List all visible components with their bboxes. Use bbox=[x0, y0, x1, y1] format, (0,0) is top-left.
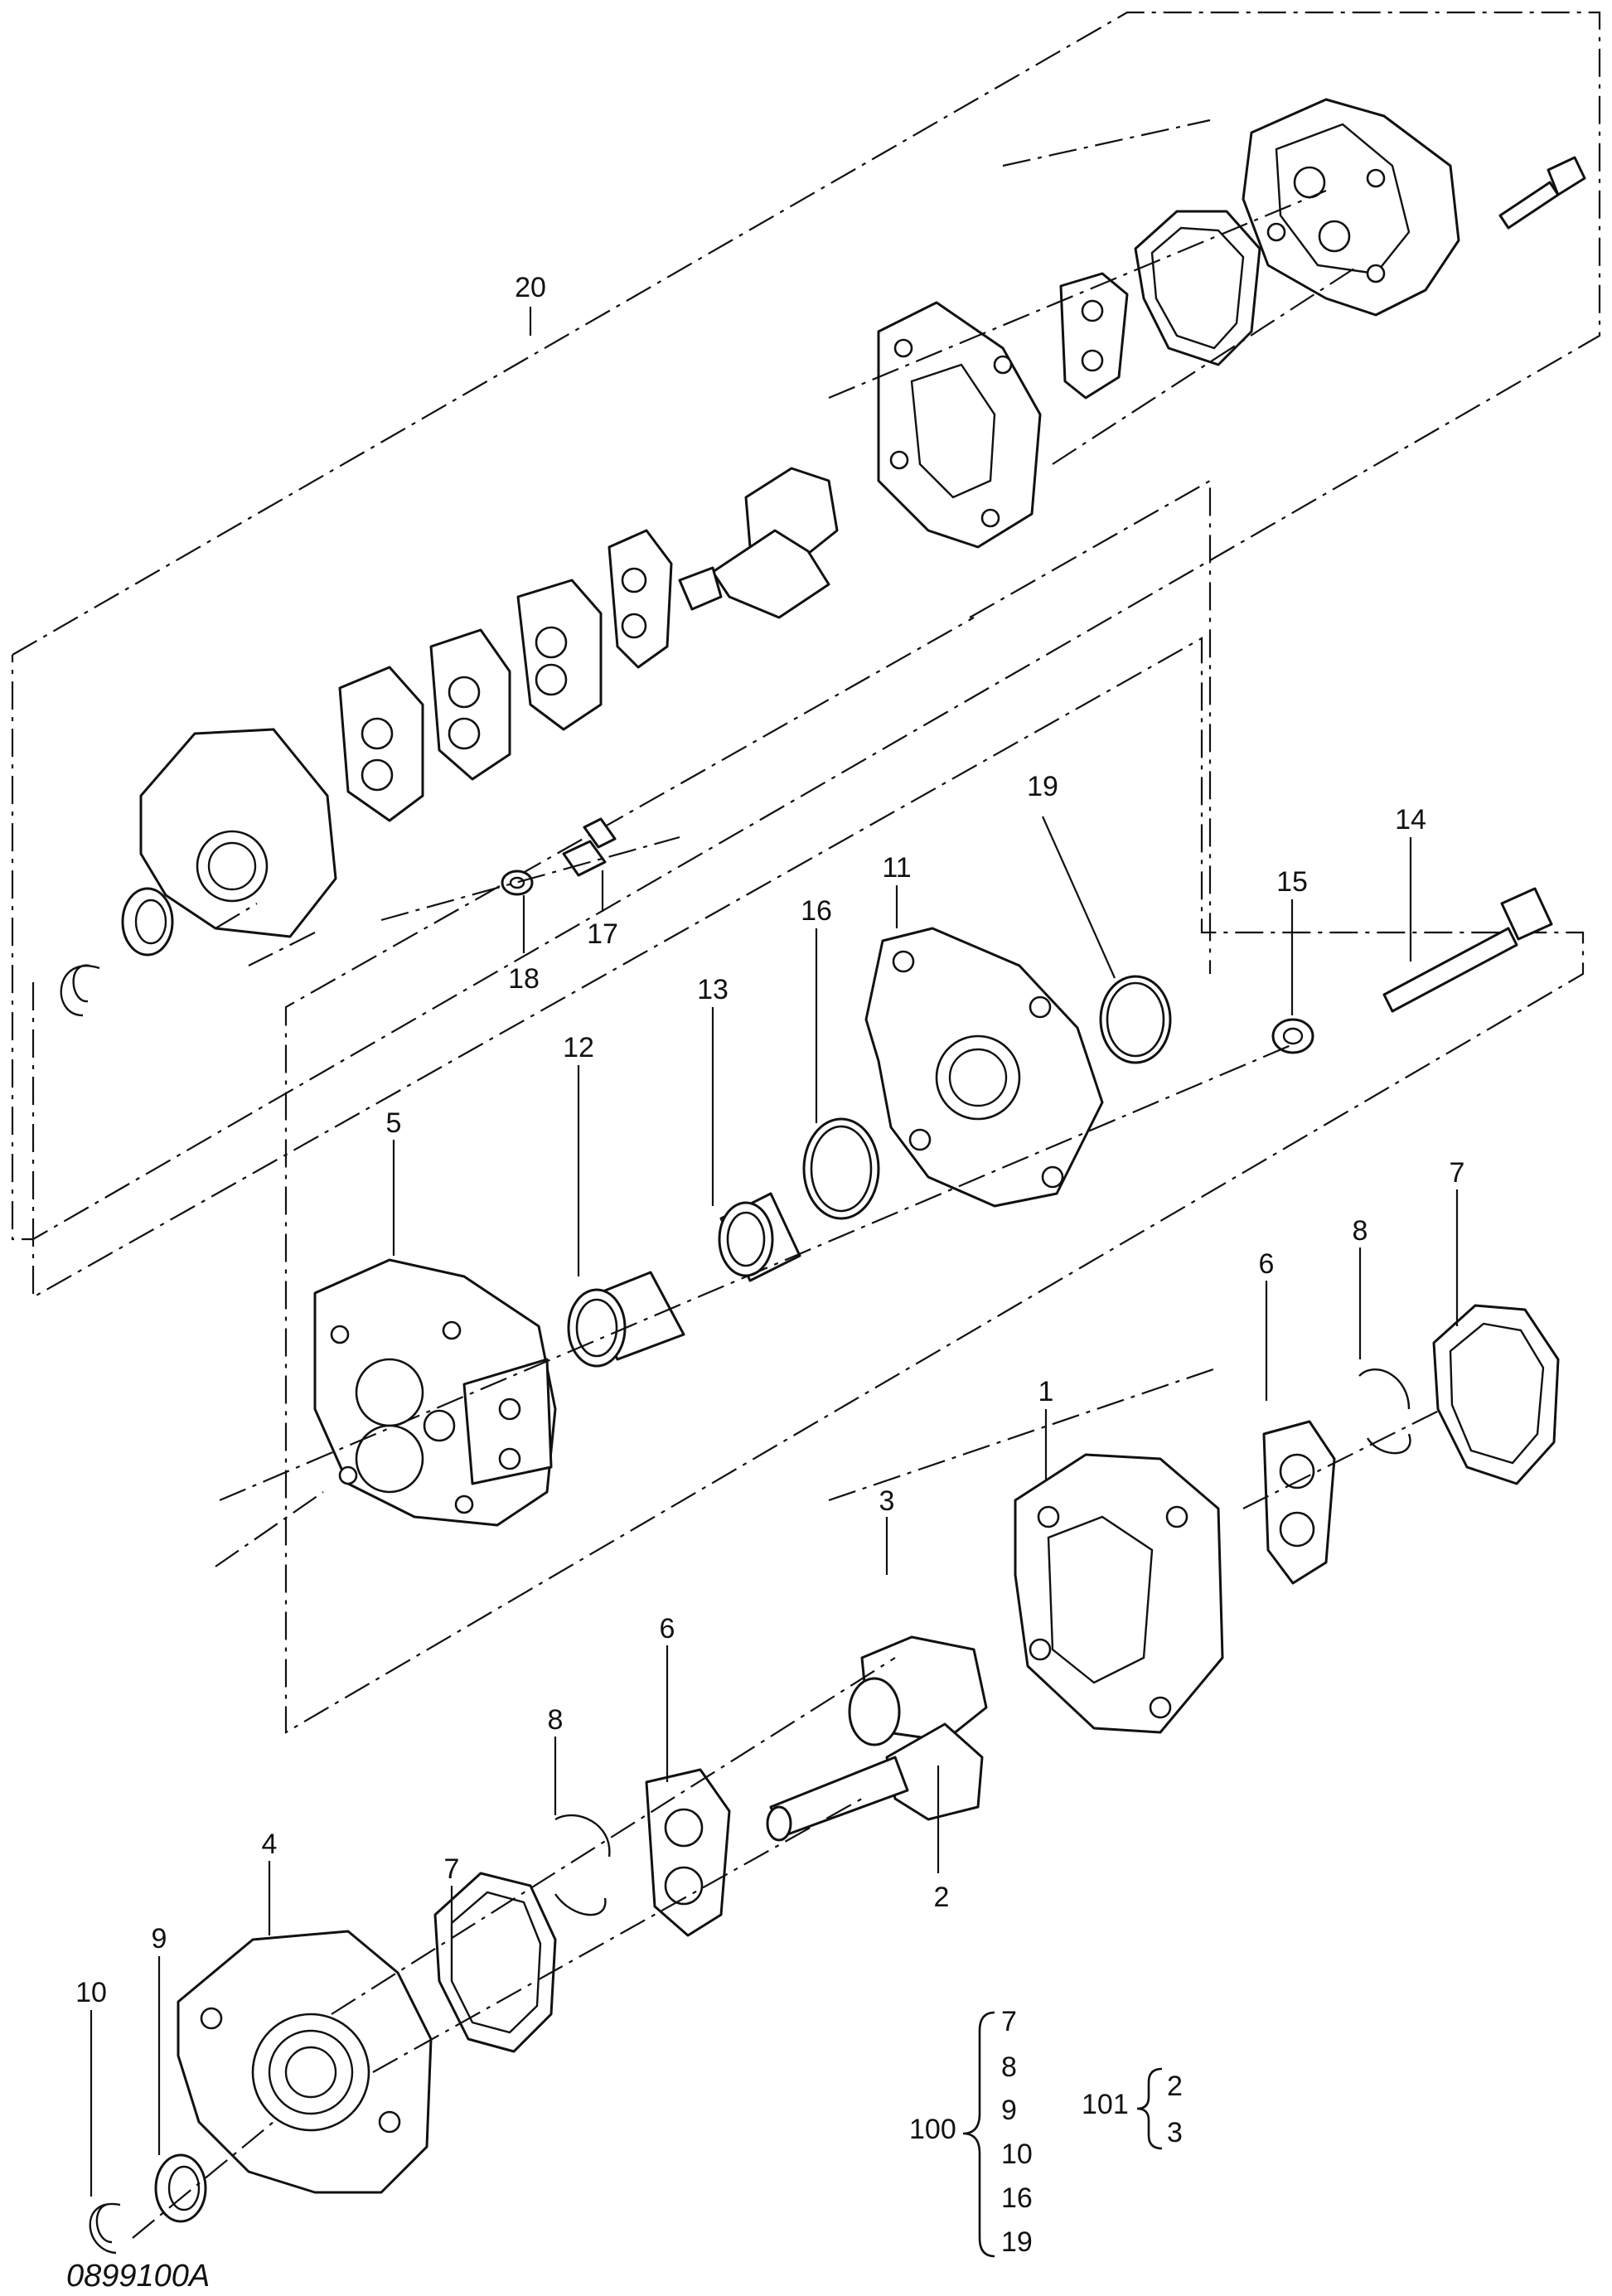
callout-3: 3 bbox=[879, 1485, 895, 1517]
callout-2: 2 bbox=[934, 1882, 950, 1913]
seal-ring-upper bbox=[1134, 210, 1261, 366]
cover-plate-11 bbox=[864, 927, 1104, 1208]
wire-seal-8-right bbox=[1358, 1368, 1411, 1455]
kit-100-item: 9 bbox=[1001, 2095, 1017, 2126]
callout-labels: 20 1 2 3 4 5 6 6 7 7 8 8 9 10 11 12 13 1… bbox=[75, 272, 1464, 2008]
seal-7-left bbox=[433, 1872, 557, 2053]
wear-plates-upper bbox=[338, 529, 673, 822]
snap-ring-upper bbox=[60, 964, 100, 1017]
kit-101-brace bbox=[1136, 2067, 1163, 2150]
kit-101-item: 2 bbox=[1167, 2071, 1183, 2102]
flange-body-5 bbox=[313, 1258, 557, 1527]
axis-lines bbox=[132, 119, 1443, 2239]
callout-9: 9 bbox=[152, 1923, 167, 1955]
washer-15 bbox=[1271, 1018, 1314, 1054]
washer-18 bbox=[501, 869, 534, 896]
callout-19: 19 bbox=[1027, 771, 1058, 802]
kit-100-item: 10 bbox=[1001, 2139, 1033, 2170]
assembly-20-outline bbox=[11, 11, 1601, 1241]
kit-100-item: 8 bbox=[1001, 2051, 1017, 2083]
oring-16 bbox=[802, 1117, 880, 1220]
callout-16: 16 bbox=[801, 895, 832, 927]
gear-3 bbox=[848, 1635, 988, 1746]
side-plate-6-left bbox=[645, 1768, 731, 1937]
rear-cover-upper bbox=[1242, 98, 1460, 317]
kit-100-brace bbox=[962, 2011, 995, 2258]
callout-15: 15 bbox=[1276, 866, 1308, 898]
kit-100-item: 19 bbox=[1001, 2226, 1033, 2258]
kit-100-item: 7 bbox=[1001, 2006, 1017, 2037]
callout-10: 10 bbox=[75, 1977, 107, 2008]
callout-11: 11 bbox=[882, 852, 911, 884]
kit-100-item: 16 bbox=[1001, 2182, 1033, 2214]
gear-housing-1 bbox=[1014, 1453, 1224, 1734]
callout-7-left: 7 bbox=[444, 1853, 460, 1885]
oring-19 bbox=[1099, 975, 1172, 1064]
callout-20: 20 bbox=[515, 272, 546, 303]
callout-5: 5 bbox=[386, 1107, 402, 1139]
kit-legend: 100 7 8 9 10 16 19 101 2 3 bbox=[909, 2006, 1183, 2258]
callout-4: 4 bbox=[262, 1829, 278, 1860]
callout-7-right: 7 bbox=[1450, 1157, 1465, 1189]
callout-6-left: 6 bbox=[660, 1613, 675, 1644]
bushing-13 bbox=[718, 1192, 801, 1282]
gear-housing-upper bbox=[877, 301, 1042, 549]
callout-8-left: 8 bbox=[548, 1704, 564, 1736]
side-plate-upper bbox=[1059, 272, 1129, 400]
gear-pair-upper bbox=[678, 467, 839, 619]
front-cover-upper bbox=[139, 728, 337, 938]
front-cover-4 bbox=[177, 1930, 433, 2194]
kit-101-item: 3 bbox=[1167, 2117, 1183, 2148]
callout-12: 12 bbox=[563, 1032, 594, 1063]
leader-lines bbox=[90, 307, 1459, 2197]
drive-shaft-2 bbox=[766, 1722, 984, 1842]
callout-6-right: 6 bbox=[1259, 1248, 1275, 1280]
callout-1: 1 bbox=[1038, 1376, 1054, 1407]
callout-13: 13 bbox=[697, 974, 729, 1005]
wire-seal-8-left bbox=[554, 1814, 611, 1916]
snap-ring-10 bbox=[89, 2202, 121, 2255]
callout-8-right: 8 bbox=[1353, 1215, 1368, 1247]
bearing-upper bbox=[121, 887, 174, 957]
callout-14: 14 bbox=[1395, 804, 1426, 836]
figure-code: 0899100A bbox=[66, 2259, 210, 2294]
callout-18: 18 bbox=[508, 963, 540, 995]
callout-17: 17 bbox=[587, 918, 618, 950]
bolt-upper bbox=[1498, 156, 1586, 230]
kit-100-id: 100 bbox=[909, 2114, 956, 2145]
kit-101-id: 101 bbox=[1082, 2089, 1129, 2120]
side-plate-6-right bbox=[1262, 1420, 1336, 1585]
seal-7-right bbox=[1432, 1304, 1560, 1485]
housing-outline bbox=[31, 479, 1585, 1734]
bushing-12 bbox=[567, 1271, 685, 1368]
bearing-9 bbox=[154, 2153, 207, 2223]
bolt-14 bbox=[1382, 887, 1553, 1013]
